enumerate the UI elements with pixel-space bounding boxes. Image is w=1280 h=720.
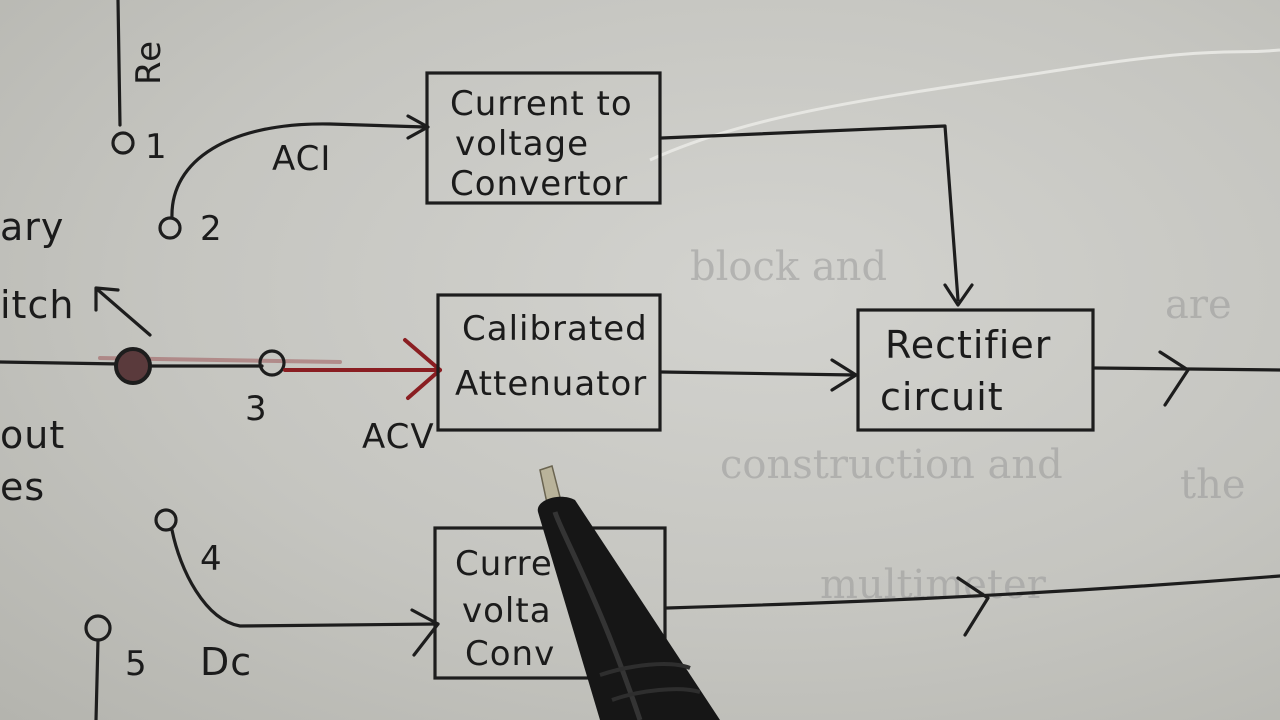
- block-text: Attenuator: [455, 364, 647, 404]
- block-text: Curre: [455, 544, 553, 584]
- vertical-wire: [116, 0, 122, 127]
- pen: [537, 465, 720, 720]
- block-text: circuit: [880, 375, 1004, 419]
- block-text: Current to: [450, 84, 633, 124]
- aci-label: ACI: [272, 139, 331, 179]
- aci-wire: [170, 122, 427, 220]
- acv-label: ACV: [362, 417, 435, 457]
- block-rectifier-circuit: [856, 308, 1095, 432]
- arrowhead: [956, 576, 990, 637]
- terminal-label: 1: [145, 127, 168, 167]
- terminal-2: [158, 216, 182, 240]
- terminal-4: [154, 508, 178, 532]
- arrowhead: [943, 283, 974, 307]
- block-current-to-voltage-top: [425, 71, 662, 205]
- block-text: Calibrated: [462, 309, 648, 349]
- dc-label: Dc: [200, 640, 252, 684]
- terminal-label: 2: [200, 209, 223, 249]
- block-text: Convertor: [450, 164, 628, 204]
- switch-pivot: [114, 347, 152, 385]
- edge-label: itch: [0, 283, 74, 327]
- terminal-label: 5: [125, 644, 148, 684]
- arrowhead: [1158, 350, 1190, 407]
- ghost-text: block and: [690, 244, 887, 290]
- terminal-label: 3: [245, 389, 268, 429]
- arrowhead: [830, 358, 858, 392]
- block-text: volta: [462, 591, 552, 631]
- terminal-label: 4: [200, 539, 223, 579]
- ghost-text: the: [1180, 462, 1246, 508]
- arrowhead-red: [403, 338, 442, 400]
- bottom-output-wire: [665, 574, 1280, 610]
- pen-ring: [599, 662, 691, 677]
- terminal-1: [111, 131, 135, 155]
- arrowhead: [94, 286, 120, 312]
- terminal-5: [84, 614, 112, 642]
- arrowhead: [410, 608, 440, 657]
- block-calibrated-attenuator: [436, 293, 662, 432]
- terminal-3: [258, 349, 286, 377]
- wire-to-rectifier: [660, 124, 960, 302]
- edge-label: ary: [0, 205, 64, 249]
- block-text: voltage: [455, 124, 589, 164]
- ghost-text: construction and: [720, 442, 1063, 488]
- edge-label: es: [0, 465, 45, 509]
- terminal-5-wire: [94, 638, 100, 720]
- dc-wire: [170, 528, 440, 628]
- edge-label: out: [0, 413, 65, 457]
- ghost-text-layer: are the construction and multimeter bloc…: [690, 244, 1246, 608]
- edge-label: Re: [129, 40, 169, 85]
- block-text: Conv: [465, 634, 555, 674]
- input-wire: [0, 360, 122, 366]
- wire-attenuator-to-rectifier: [660, 370, 857, 377]
- pen-ring: [611, 687, 701, 702]
- pointer-line: [96, 288, 152, 337]
- paper-crease: [649, 48, 1280, 162]
- pen-highlight: [552, 511, 643, 720]
- block-text: Rectifier: [885, 323, 1051, 367]
- ghost-text: are: [1165, 282, 1232, 328]
